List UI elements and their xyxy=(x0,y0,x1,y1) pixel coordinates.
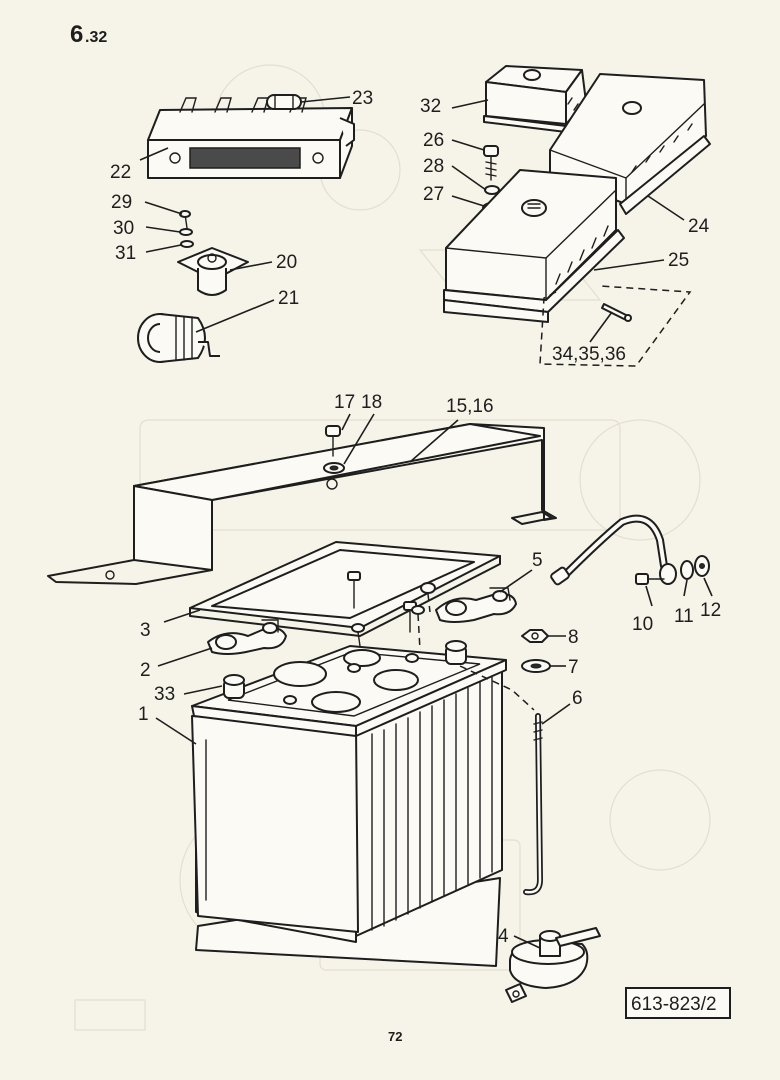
callout-4: 4 xyxy=(498,926,509,947)
part-22-switch-panel xyxy=(147,97,355,179)
part-6-clamp-rod xyxy=(459,665,571,896)
part-34-35-36-fuses xyxy=(539,285,692,367)
callout-6: 6 xyxy=(572,688,583,709)
part-15-16-bracket xyxy=(47,419,557,585)
page-number: 72 xyxy=(388,1029,402,1044)
part-5-positive-clamp xyxy=(435,569,533,623)
part-8-nut xyxy=(521,629,566,643)
callout-24: 24 xyxy=(688,216,710,237)
callout-5: 5 xyxy=(532,550,543,571)
section-subnumber: .32 xyxy=(85,29,107,46)
callout-26: 26 xyxy=(423,130,444,151)
callout-1: 1 xyxy=(138,704,149,725)
part-20-switch-base xyxy=(177,247,273,296)
callout-22: 22 xyxy=(110,162,131,183)
part-23-bulb xyxy=(266,94,351,110)
callout-12: 12 xyxy=(700,600,721,621)
part-32-small-cover xyxy=(451,65,587,133)
callout-34-35-36: 34,35,36 xyxy=(552,344,626,365)
callout-8: 8 xyxy=(568,627,579,648)
frame-screws xyxy=(347,571,436,651)
callout-21: 21 xyxy=(278,288,299,309)
part-7-washer xyxy=(521,659,566,673)
svg-text:613-823/2: 613-823/2 xyxy=(631,994,717,1015)
callout-17: 17 xyxy=(334,392,355,413)
ground-cable xyxy=(550,514,677,586)
callout-15-16: 15,16 xyxy=(446,396,494,417)
callout-33: 33 xyxy=(154,684,175,705)
callout-10: 10 xyxy=(632,614,653,635)
part-3-hold-down-frame xyxy=(163,541,501,637)
part-10-11-12-bolt-washers xyxy=(635,555,713,607)
part-1-battery xyxy=(155,640,507,967)
part-2-negative-clamp xyxy=(157,619,287,667)
callout-28: 28 xyxy=(423,156,444,177)
callout-3: 3 xyxy=(140,620,151,641)
callout-25: 25 xyxy=(668,250,689,271)
callout-2: 2 xyxy=(140,660,151,681)
section-number: 6 xyxy=(70,21,83,48)
part-21-socket xyxy=(137,299,275,363)
drawing-reference-box: 613-823/2 xyxy=(625,987,731,1019)
callout-11: 11 xyxy=(674,606,694,627)
callout-20: 20 xyxy=(276,252,297,273)
callout-31: 31 xyxy=(115,243,136,264)
callout-7: 7 xyxy=(568,657,579,678)
callout-29: 29 xyxy=(111,192,132,213)
callout-18: 18 xyxy=(361,392,382,413)
part-24-rear-cover xyxy=(549,73,711,221)
callout-27: 27 xyxy=(423,184,444,205)
part-29-30-31-screw-washers xyxy=(144,201,194,253)
callout-23: 23 xyxy=(352,88,373,109)
part-25-fuse-box xyxy=(443,169,665,323)
part-17-18-bolt-washer xyxy=(323,413,375,474)
callout-30: 30 xyxy=(113,218,134,239)
callout-32: 32 xyxy=(420,96,441,117)
part-4-drain-valve xyxy=(505,927,601,1003)
